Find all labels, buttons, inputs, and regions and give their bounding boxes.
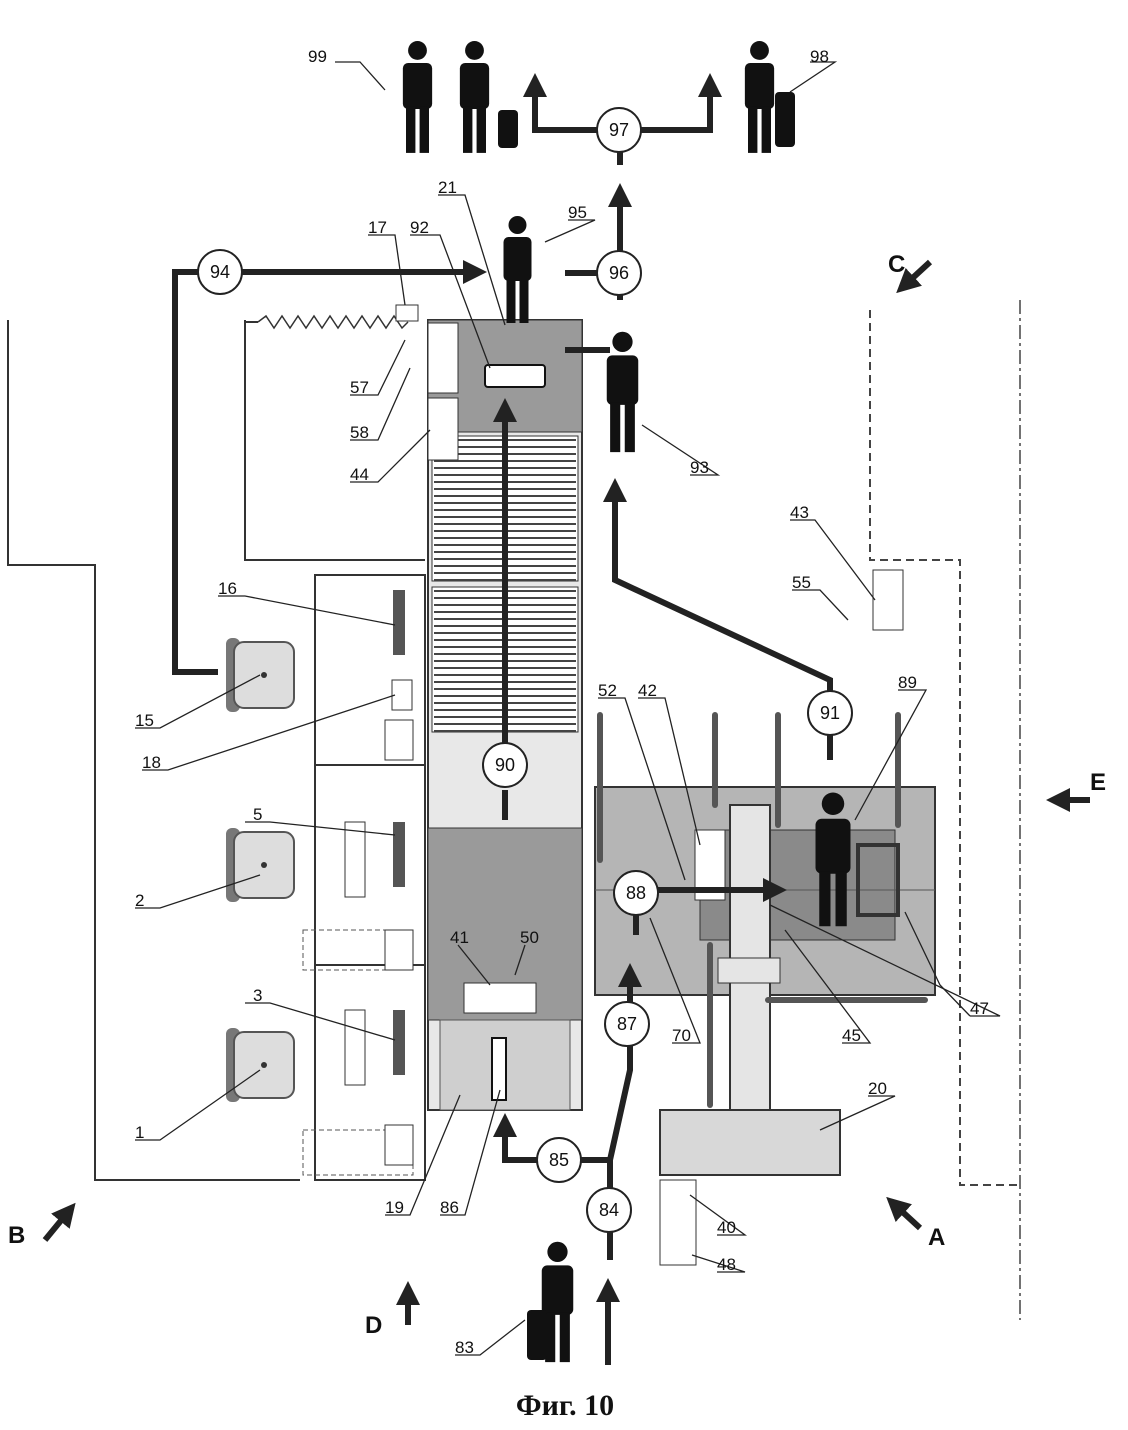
- label-3: 3: [253, 986, 262, 1005]
- figure-title: Фиг. 10: [516, 1389, 614, 1422]
- flow-step-number: 88: [626, 883, 646, 903]
- passenger-93: [607, 332, 639, 452]
- indicator-43: [873, 570, 903, 630]
- monitor-16: [393, 590, 405, 655]
- direction-D: D: [365, 1312, 382, 1339]
- label-20: 20: [868, 1079, 887, 1098]
- label-99: 99: [308, 47, 327, 66]
- label-43: 43: [790, 503, 809, 522]
- baggage-92: [485, 365, 545, 387]
- officer-95: [504, 216, 532, 323]
- label-52: 52: [598, 681, 617, 700]
- monitor-3: [393, 1010, 405, 1075]
- label-57: 57: [350, 378, 369, 397]
- label-2: 2: [135, 891, 144, 910]
- flow-step-number: 85: [549, 1150, 569, 1170]
- chair-1: [226, 1028, 294, 1102]
- label-50: 50: [520, 928, 539, 947]
- keyboard-5: [345, 822, 365, 897]
- flow-step-number: 90: [495, 755, 515, 775]
- retractable-barrier: [258, 316, 408, 328]
- indicator-40: [660, 1180, 696, 1265]
- indicator-41: [464, 983, 536, 1013]
- label-45: 45: [842, 1026, 861, 1045]
- label-92: 92: [410, 218, 429, 237]
- label-55: 55: [792, 573, 811, 592]
- label-93: 93: [690, 458, 709, 477]
- phone: [385, 1125, 413, 1165]
- label-86: 86: [440, 1198, 459, 1217]
- label-15: 15: [135, 711, 154, 730]
- direction-A: A: [928, 1224, 945, 1251]
- keyboard-3: [345, 1010, 365, 1085]
- label-5: 5: [253, 805, 262, 824]
- direction-C: C: [888, 251, 905, 278]
- direction-B: B: [8, 1222, 25, 1249]
- label-1: 1: [135, 1123, 144, 1142]
- flow-step-number: 94: [210, 262, 230, 282]
- officer-99: [403, 41, 432, 153]
- label-19: 19: [385, 1198, 404, 1217]
- label-89: 89: [898, 673, 917, 692]
- label-42: 42: [638, 681, 657, 700]
- label-47: 47: [970, 999, 989, 1018]
- phone: [385, 720, 413, 760]
- flow-step-number: 96: [609, 263, 629, 283]
- label-98: 98: [810, 47, 829, 66]
- label-17: 17: [368, 218, 387, 237]
- label-41: 41: [450, 928, 469, 947]
- label-18: 18: [142, 753, 161, 772]
- flow-step-number: 84: [599, 1200, 619, 1220]
- indicator-44: [428, 398, 458, 460]
- label-48: 48: [717, 1255, 736, 1274]
- chair-2: [226, 828, 294, 902]
- label-16: 16: [218, 579, 237, 598]
- passenger-98: [745, 41, 774, 153]
- operator-desks: [226, 575, 425, 1180]
- monitor-5: [393, 822, 405, 887]
- passenger-99: [460, 41, 489, 153]
- flow-step-number: 97: [609, 120, 629, 140]
- label-95: 95: [568, 203, 587, 222]
- terminal-17: [396, 305, 418, 321]
- baggage-86: [492, 1038, 506, 1100]
- phone: [385, 930, 413, 970]
- label-83: 83: [455, 1338, 474, 1357]
- flow-step-number: 91: [820, 703, 840, 723]
- label-58: 58: [350, 423, 369, 442]
- label-70: 70: [672, 1026, 691, 1045]
- flow-step-number: 87: [617, 1014, 637, 1034]
- base-20: [660, 1110, 840, 1175]
- label-21: 21: [438, 178, 457, 197]
- direction-E: E: [1090, 769, 1106, 796]
- label-40: 40: [717, 1218, 736, 1237]
- indicators-57-58: [428, 323, 458, 393]
- label-44: 44: [350, 465, 369, 484]
